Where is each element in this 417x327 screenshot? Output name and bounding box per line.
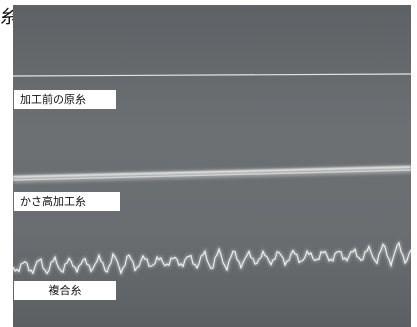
bulky-yarn-label: かさ高加工糸 [14, 192, 120, 211]
cropped-heading-character: 糸 [0, 7, 14, 28]
raw-yarn-label: 加工前の原糸 [14, 90, 116, 109]
yarn-photo [13, 5, 411, 327]
bulky-yarn [13, 165, 411, 183]
composite-yarn [13, 240, 411, 277]
raw-yarn [13, 73, 411, 77]
yarn-photo-canvas [13, 73, 411, 277]
composite-yarn-label: 複合糸 [14, 281, 116, 300]
